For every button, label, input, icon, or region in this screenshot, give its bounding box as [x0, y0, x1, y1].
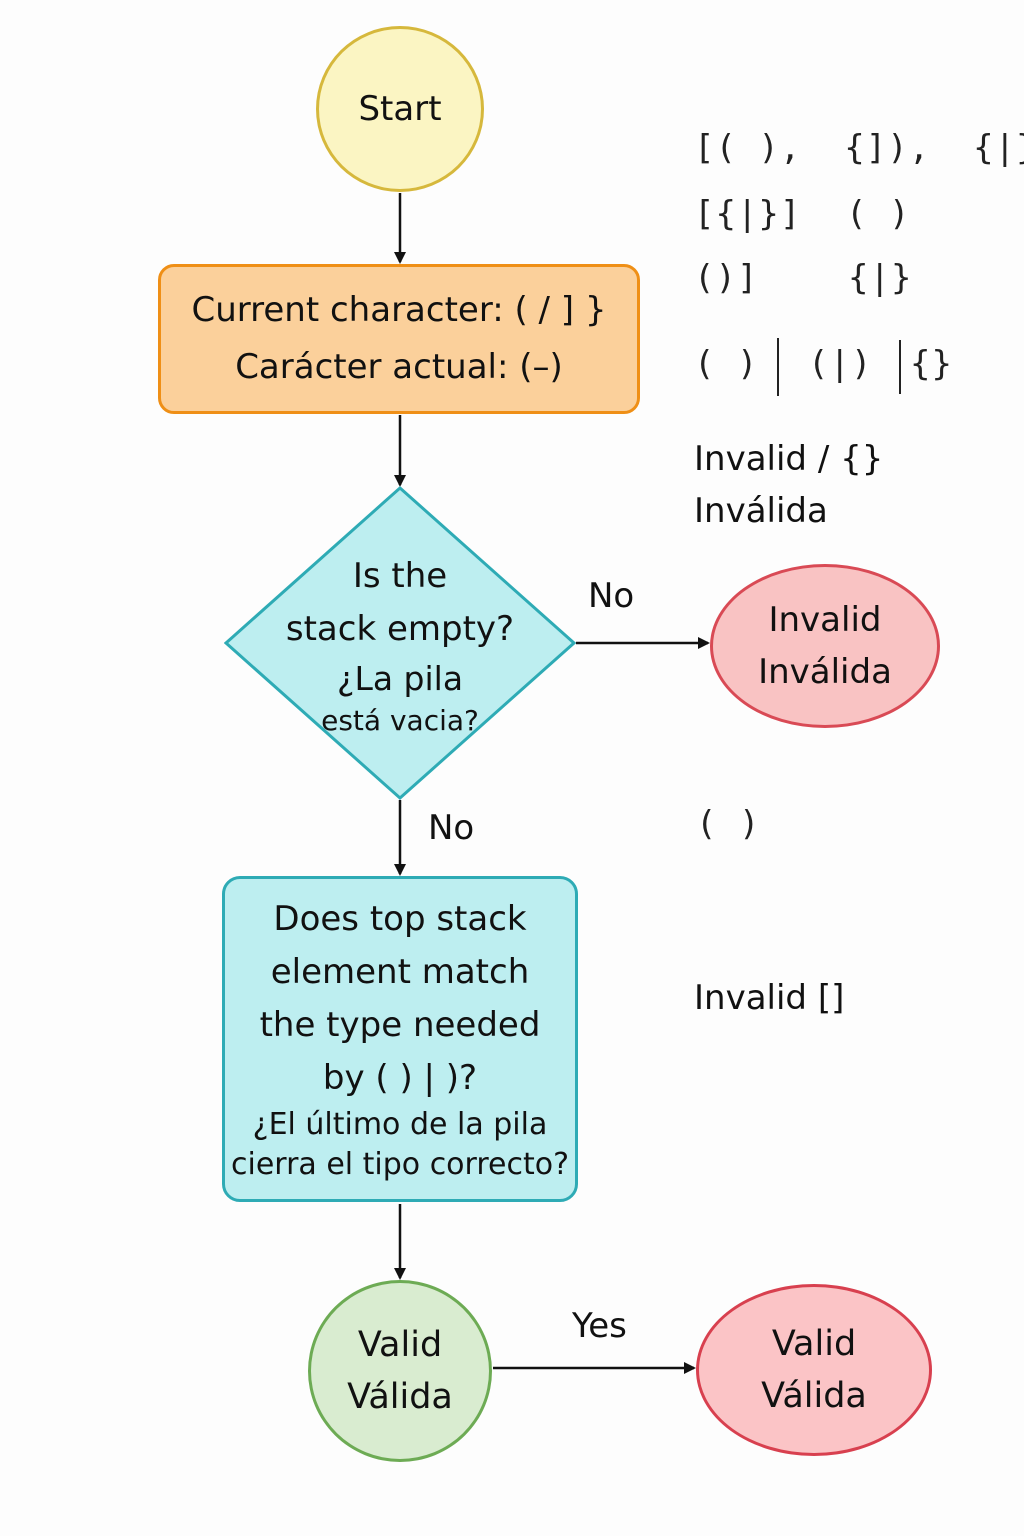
top-match-line-4: by ( ) | )? — [322, 1058, 478, 1098]
edge-label-yes: Yes — [572, 1306, 627, 1346]
start-node: Start — [316, 26, 484, 192]
invalid-note-1-en: Invalid / {} — [694, 439, 884, 479]
invalid-terminal-es: Inválida — [758, 652, 892, 692]
stack-empty-line-4: está vacia? — [321, 704, 479, 737]
invalid-note-1-es: Inválida — [694, 491, 828, 531]
valid-node-es: Válida — [347, 1377, 453, 1417]
valid-node-en: Valid — [357, 1325, 443, 1365]
bracket-examples-row-3a: ()] — [694, 258, 759, 298]
bracket-examples-row-2a: [{|}] — [694, 194, 802, 234]
start-label: Start — [358, 89, 442, 129]
bracket-examples-row-1: [( ), {]), {|} — [694, 128, 1024, 168]
top-match-line-1: Does top stack — [273, 899, 527, 939]
stack-empty-line-3: ¿La pila — [336, 659, 464, 698]
stack-empty-diamond — [224, 486, 576, 800]
bracket-examples-row-4c: {} — [910, 344, 953, 384]
top-match-line-2: element match — [270, 952, 530, 992]
top-match-line-3: the type needed — [259, 1005, 541, 1045]
current-character-en: Current character: ( / ] } — [191, 290, 607, 330]
valid-terminal-en: Valid — [771, 1324, 857, 1364]
top-match-node: Does top stack element match the type ne… — [222, 876, 578, 1202]
bracket-examples-row-3b: {|} — [848, 258, 913, 298]
edge-label-no-right: No — [588, 576, 635, 616]
stack-empty-node: Is the stack empty? ¿La pila está vacia? — [240, 540, 560, 750]
bracket-examples-row-4a: ( ) — [694, 344, 759, 384]
bracket-examples-row-2b: ( ) — [846, 194, 911, 234]
invalid-terminal-en: Invalid — [768, 600, 882, 640]
invalid-note-1: Invalid / {} Inválida — [694, 433, 883, 537]
top-match-line-5: ¿El último de la pila — [252, 1107, 548, 1142]
current-character-es: Carácter actual: (–) — [235, 347, 563, 387]
stack-empty-line-1: Is the — [352, 556, 448, 596]
edge-label-no-down: No — [428, 808, 475, 848]
valid-terminal-es: Válida — [761, 1376, 867, 1416]
stack-empty-line-2: stack empty? — [285, 609, 515, 649]
invalid-terminal-node: Invalid Inválida — [710, 564, 940, 728]
bracket-examples-row-5: ( ) — [696, 804, 761, 844]
valid-node: Valid Válida — [308, 1280, 492, 1462]
bracket-examples-row-4b: (|) — [808, 344, 873, 384]
valid-terminal-node: Valid Válida — [696, 1284, 932, 1456]
current-character-node: Current character: ( / ] } Carácter actu… — [158, 264, 640, 414]
top-match-line-6: cierra el tipo correcto? — [230, 1147, 570, 1182]
invalid-note-2: Invalid [] — [694, 978, 845, 1018]
